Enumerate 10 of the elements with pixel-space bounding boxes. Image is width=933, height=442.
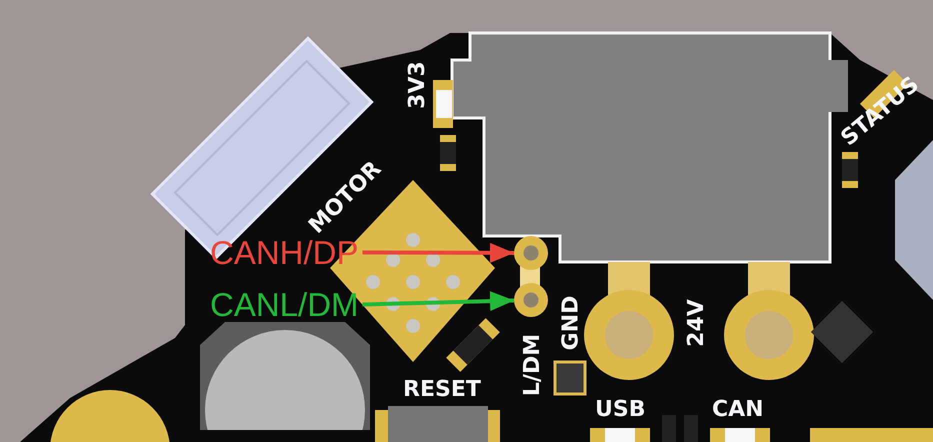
silkscreen-label: 3V3 (406, 61, 429, 109)
callout-label: CANL/DM (210, 288, 359, 321)
silkscreen-label: USB (595, 399, 646, 421)
silkscreen-label: RESET (403, 379, 481, 401)
silkscreen-label: L/DM (522, 334, 544, 396)
silkscreen-label: 24V (686, 299, 708, 347)
silkscreen-label: CAN (712, 399, 764, 421)
leader-arrow (362, 291, 514, 312)
leader-arrow (362, 242, 514, 263)
silkscreen-label: GND (560, 296, 582, 350)
